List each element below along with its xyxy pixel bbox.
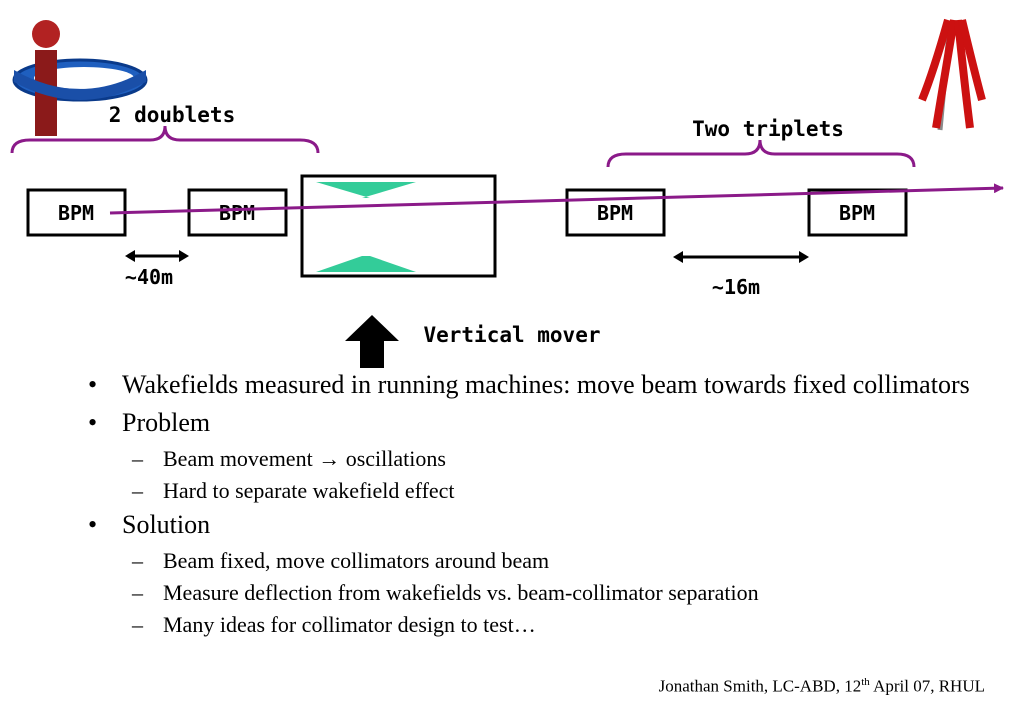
footer-credit: Jonathan Smith, LC-ABD, 12th April 07, R… bbox=[659, 676, 985, 697]
distance-arrow-right bbox=[673, 251, 809, 263]
beamline-diagram: 2 doublets Two triplets BPM BPM BPM BPM … bbox=[10, 18, 1004, 368]
bullet-text: Solution bbox=[122, 510, 211, 539]
footer-rest: April 07, RHUL bbox=[869, 676, 985, 696]
bpm-box-2 bbox=[187, 188, 288, 237]
bullet-text: Wakefields measured in running machines:… bbox=[122, 370, 970, 399]
bullet-item: Wakefields measured in running machines:… bbox=[88, 370, 988, 399]
sub-bullet-text: Beam fixed, move collimators around beam bbox=[163, 548, 550, 573]
sub-bullet-item: Measure deflection from wakefields vs. b… bbox=[88, 580, 988, 606]
bpm-box-4 bbox=[807, 188, 908, 237]
bullet-list: Wakefields measured in running machines:… bbox=[88, 370, 988, 644]
sub-bullet-item: Beam movement → oscillations bbox=[88, 446, 988, 472]
distance-label-left: ~40m bbox=[125, 265, 173, 289]
ip-logo-icon bbox=[12, 20, 148, 136]
bullet-item: Problem bbox=[88, 408, 988, 437]
triplets-bracket bbox=[606, 139, 916, 168]
sub-bullet-text-after: oscillations bbox=[340, 446, 446, 471]
doublets-label: 2 doublets bbox=[109, 103, 235, 127]
lower-collimator-jaw bbox=[316, 256, 416, 272]
bullet-text: Problem bbox=[122, 408, 211, 437]
distance-label-right: ~16m bbox=[712, 275, 760, 299]
distance-arrow-left bbox=[125, 250, 189, 262]
vertical-mover-arrow-icon bbox=[345, 315, 399, 368]
sub-bullet-text: Measure deflection from wakefields vs. b… bbox=[163, 580, 759, 605]
triplets-label: Two triplets bbox=[692, 117, 844, 141]
beam-line bbox=[109, 183, 1004, 215]
upper-collimator-jaw bbox=[316, 182, 416, 198]
sub-bullet-text: Hard to separate wakefield effect bbox=[163, 478, 455, 503]
bpm-label-2: BPM bbox=[219, 201, 255, 225]
bpm-label-3: BPM bbox=[597, 201, 633, 225]
right-arrow-icon: → bbox=[318, 446, 341, 471]
footer-sup: th bbox=[861, 676, 870, 688]
vertical-mover-label: Vertical mover bbox=[423, 323, 600, 347]
bullet-item: Solution bbox=[88, 510, 988, 539]
footer-main: Jonathan Smith, LC-ABD, 12 bbox=[658, 676, 862, 696]
bpm-label-4: BPM bbox=[839, 201, 875, 225]
sub-bullet-item: Beam fixed, move collimators around beam bbox=[88, 548, 988, 574]
doublets-bracket bbox=[10, 125, 320, 154]
bpm-label-1: BPM bbox=[58, 201, 94, 225]
sub-bullet-text: Many ideas for collimator design to test… bbox=[163, 612, 536, 637]
rhul-logo-icon bbox=[918, 18, 986, 131]
sub-bullet-text-before: Beam movement bbox=[163, 446, 319, 471]
bpm-box-1 bbox=[26, 188, 127, 237]
collimator-box bbox=[300, 174, 497, 278]
sub-bullet-item: Hard to separate wakefield effect bbox=[88, 478, 988, 504]
sub-bullet-item: Many ideas for collimator design to test… bbox=[88, 612, 988, 638]
